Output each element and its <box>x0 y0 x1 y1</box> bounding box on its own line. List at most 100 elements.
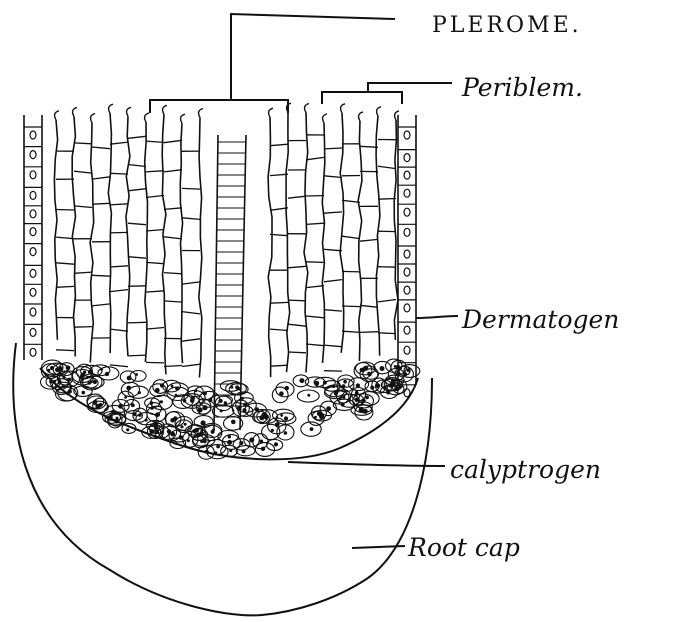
cross-wall <box>164 140 182 142</box>
cross-wall <box>182 364 200 366</box>
cross-wall <box>360 146 378 147</box>
cell-nucleus <box>203 391 207 395</box>
cell-nucleus <box>138 413 141 416</box>
cell-nucleus <box>404 286 410 294</box>
cross-wall <box>164 366 182 367</box>
cell-nucleus <box>100 368 103 371</box>
cross-wall <box>128 136 146 138</box>
cross-wall <box>110 266 128 267</box>
cell-nucleus <box>198 407 203 412</box>
cell-nucleus <box>63 376 66 379</box>
cell-wall-tip <box>109 104 113 113</box>
cross-wall <box>110 365 128 367</box>
cross-wall <box>164 237 182 239</box>
dermatogen-leader-line <box>416 316 458 318</box>
cell-wall-tip <box>181 114 185 123</box>
cell-nucleus <box>30 348 36 356</box>
cross-wall <box>360 239 378 241</box>
cell-nucleus <box>406 368 410 372</box>
cell-nucleus <box>230 386 233 389</box>
cell-nucleus <box>404 171 410 179</box>
cell-nucleus <box>249 438 254 443</box>
cell-nucleus <box>403 372 407 376</box>
cell-nucleus <box>180 425 183 428</box>
cell-nucleus <box>404 131 410 139</box>
cell-nucleus <box>284 431 288 435</box>
cell-nucleus <box>376 384 381 389</box>
cell-nucleus <box>126 386 131 391</box>
cross-wall <box>182 218 200 220</box>
cell-nucleus <box>275 422 280 427</box>
cell-nucleus <box>30 151 36 159</box>
cross-wall <box>74 171 92 173</box>
cross-wall <box>146 141 164 142</box>
cell-nucleus <box>404 346 410 354</box>
cell-nucleus <box>404 189 410 197</box>
cross-wall <box>288 196 306 198</box>
cross-wall <box>306 286 324 288</box>
cross-wall <box>74 272 92 273</box>
cell-nucleus <box>235 385 239 389</box>
cross-wall <box>306 223 324 224</box>
cell-wall <box>304 113 308 373</box>
cell-wall-tip <box>269 108 273 117</box>
cell-nucleus <box>30 171 36 179</box>
cell-nucleus <box>55 368 60 373</box>
cross-wall <box>324 310 342 311</box>
cell-nucleus <box>30 288 36 296</box>
cell-nucleus <box>365 396 369 400</box>
cross-wall <box>146 171 164 172</box>
cross-wall <box>56 237 74 239</box>
cross-wall <box>288 324 306 326</box>
cross-wall <box>110 142 128 144</box>
cell-wall <box>340 113 344 353</box>
cross-wall <box>56 350 74 351</box>
cell-wall <box>322 123 325 363</box>
cell-nucleus <box>175 442 178 445</box>
cell-files <box>54 103 399 377</box>
cell-nucleus <box>160 383 164 387</box>
cross-wall <box>324 345 342 347</box>
cell-nucleus <box>68 389 72 393</box>
cell-nucleus <box>67 378 71 382</box>
cell-wall <box>376 116 380 356</box>
cell-nucleus <box>90 380 93 383</box>
cross-wall <box>56 286 74 287</box>
label-dermatogen: Dermatogen <box>461 305 619 334</box>
cell-nucleus <box>404 389 410 397</box>
cross-wall <box>128 257 146 259</box>
cell-nucleus <box>280 414 283 417</box>
label-calyptrogen: calyptrogen <box>450 455 601 484</box>
cell-nucleus <box>391 381 395 385</box>
plerome-leader-line <box>231 14 395 100</box>
cell-nucleus <box>126 428 129 431</box>
cell-nucleus <box>404 326 410 334</box>
cell-nucleus <box>404 304 410 312</box>
cell-wall <box>180 123 182 363</box>
cell-nucleus <box>30 191 36 199</box>
cell-nucleus <box>214 451 217 454</box>
cell-wall-tip <box>145 113 149 122</box>
calyptrogen-leader-line <box>288 462 445 466</box>
cross-wall <box>324 249 342 251</box>
cross-wall <box>110 290 128 292</box>
cell-nucleus <box>274 442 278 446</box>
cross-wall <box>182 282 200 284</box>
cell-nucleus <box>153 422 158 427</box>
cross-wall <box>128 165 146 167</box>
cross-wall <box>182 312 200 314</box>
cross-wall <box>92 304 110 306</box>
cell-nucleus <box>355 398 359 402</box>
cross-wall <box>92 147 110 149</box>
cell-wall-tip <box>341 104 345 113</box>
cross-wall <box>110 329 128 331</box>
periblem-bracket <box>322 92 402 104</box>
cross-wall <box>306 262 324 263</box>
cell-nucleus <box>175 387 179 391</box>
cross-wall <box>128 189 146 191</box>
cell-nucleus <box>317 411 322 416</box>
cell-nucleus <box>30 248 36 256</box>
cross-wall <box>342 306 360 307</box>
cross-wall <box>74 206 92 208</box>
cross-wall <box>56 263 74 264</box>
